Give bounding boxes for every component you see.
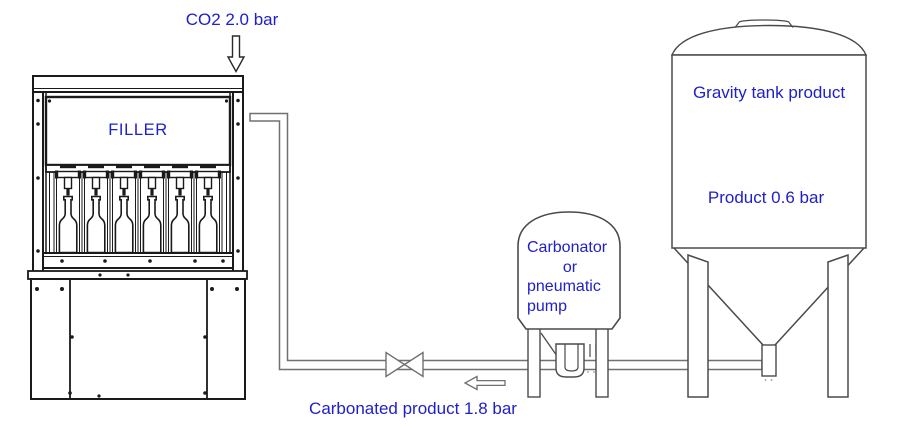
filling-station-3 xyxy=(109,164,139,254)
filler-post-right xyxy=(232,75,244,273)
tank-leg-left xyxy=(687,253,709,398)
co2-down-arrow-icon xyxy=(226,35,246,73)
tank-leg-right xyxy=(827,253,849,398)
co2-supply-label: CO2 2.0 bar xyxy=(185,10,279,29)
carbonator-pump xyxy=(517,211,621,398)
gravity-tank xyxy=(670,19,868,398)
bolt-dots xyxy=(35,98,240,398)
filler-post-left xyxy=(32,75,44,273)
tank-outlet xyxy=(761,344,777,377)
carbonator-vessel xyxy=(517,211,621,330)
filler-base-cabinet xyxy=(30,278,246,400)
filler-machine xyxy=(27,75,248,400)
filling-station-1 xyxy=(53,164,83,254)
carbonator-label-line2: or xyxy=(562,258,578,276)
carbonated-product-label: Carbonated product 1.8 bar xyxy=(309,399,517,418)
tank-pressure-label: Product 0.6 bar xyxy=(707,188,825,207)
carbonator-label-line3: pneumatic xyxy=(527,278,601,295)
filler-label: FILLER xyxy=(108,121,168,139)
filling-station-4 xyxy=(137,164,167,254)
carbonator-leg-left xyxy=(527,326,541,398)
tank-body xyxy=(671,54,867,249)
flow-left-arrow-icon xyxy=(463,375,506,391)
filling-station-2 xyxy=(81,164,111,254)
gravity-tank-label: Gravity tank product xyxy=(692,83,846,102)
filler-head-box xyxy=(44,95,232,167)
bottle-platform xyxy=(42,252,234,269)
carbonator-leg-right xyxy=(595,326,609,398)
carbonator-label-line4: pump xyxy=(527,297,568,315)
tank-manway-cap xyxy=(734,19,794,28)
filling-station-6 xyxy=(193,164,223,254)
pipe-valve-icon xyxy=(385,351,424,378)
carbonator-label: Carbonator or pneumatic pump xyxy=(527,238,613,316)
filling-station-5 xyxy=(165,164,195,254)
carbonator-label-line1: Carbonator xyxy=(527,239,608,256)
